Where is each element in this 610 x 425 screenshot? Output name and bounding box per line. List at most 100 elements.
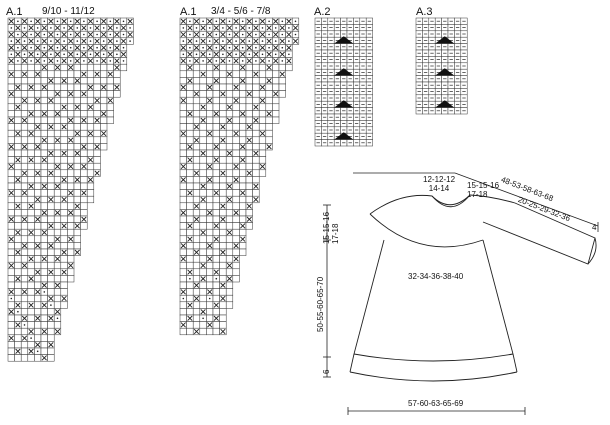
chart-cross	[48, 18, 54, 24]
chart-cell	[225, 162, 234, 171]
chart-cell	[199, 202, 207, 210]
chart-dot	[268, 46, 270, 49]
chart-cell	[192, 63, 201, 72]
chart-cross	[207, 210, 213, 216]
chart-dot	[69, 60, 72, 62]
chart-cross	[200, 262, 206, 269]
chart-cell	[219, 110, 227, 118]
chart-cell	[206, 261, 214, 270]
chart-cell	[219, 242, 227, 250]
chart-cell	[60, 189, 68, 197]
chart-cell	[206, 268, 214, 276]
chart-cell	[14, 189, 22, 197]
chart-cell	[100, 116, 108, 124]
chart-cross	[286, 58, 292, 64]
chart-dot	[255, 33, 257, 36]
chart-dot	[228, 46, 231, 49]
chart-dot	[228, 60, 231, 62]
chart-cell	[179, 110, 187, 118]
chart-cell	[219, 70, 227, 78]
chart-cell	[272, 70, 280, 78]
chart-cell	[192, 209, 201, 217]
chart-cell	[186, 202, 194, 210]
chart-cross	[233, 130, 239, 137]
chart-cross	[273, 91, 279, 97]
chart-cell	[212, 90, 220, 98]
chart-cell	[192, 143, 201, 151]
chart-cross	[226, 229, 233, 236]
chart-dot	[43, 60, 46, 62]
chart-cell	[186, 255, 194, 263]
chart-cell	[225, 248, 234, 256]
chart-cell	[179, 235, 187, 243]
chart-cross	[41, 157, 47, 163]
chart-cross	[187, 236, 193, 242]
chart-cell	[7, 195, 15, 204]
chart-cell	[225, 222, 234, 230]
chart-cell	[7, 314, 15, 322]
chart-cell	[225, 129, 234, 138]
chart-cell	[80, 110, 88, 118]
chart-cell	[53, 294, 62, 303]
chart-cell	[14, 136, 22, 144]
chart-dot	[56, 20, 59, 23]
chart-cell	[232, 136, 240, 144]
chart-cross	[187, 269, 193, 275]
chart-cell	[179, 182, 187, 190]
chart-cell	[100, 136, 108, 144]
chart-cell	[80, 103, 88, 111]
chart-cell	[34, 83, 42, 91]
chart-cell	[53, 261, 62, 270]
chart-cell	[265, 96, 273, 105]
chart-cross	[233, 177, 239, 183]
chart-cross	[41, 38, 47, 44]
chart-cell	[34, 63, 42, 72]
chart-cross	[253, 183, 259, 189]
chart-cell	[53, 195, 62, 204]
chart-cell	[40, 103, 48, 111]
chart-cell	[206, 314, 214, 322]
chart-cell	[7, 327, 15, 336]
chart-cell	[14, 261, 22, 270]
chart-cell	[219, 116, 227, 124]
chart-cell	[73, 209, 81, 217]
chart-cell	[252, 110, 260, 118]
chart-cell	[60, 83, 68, 91]
chart-cross	[81, 190, 87, 196]
chart-cross	[101, 130, 107, 137]
chart-cell	[239, 83, 247, 91]
chart-dot	[215, 60, 218, 62]
chart-cross	[81, 38, 87, 44]
chart-cross	[87, 84, 94, 90]
chart-cell	[20, 123, 29, 131]
chart-cell	[186, 261, 194, 270]
chart-cell	[179, 301, 187, 309]
chart-cross	[8, 18, 14, 24]
chart-cross	[207, 256, 213, 262]
chart-cell	[206, 136, 214, 144]
chart-cell	[199, 169, 207, 177]
chart-cross	[68, 163, 74, 170]
chart-a1-large-grid	[7, 17, 134, 362]
chart-cell	[40, 149, 48, 157]
chart-cell	[27, 209, 35, 217]
chart-cell	[186, 169, 194, 177]
chart-cell	[206, 222, 214, 230]
chart-cell	[60, 288, 68, 296]
chart-cell	[239, 90, 247, 98]
chart-cell	[34, 110, 42, 118]
chart-dot	[109, 20, 112, 23]
chart-cell	[192, 261, 201, 270]
chart-dot	[83, 20, 85, 23]
chart-cell	[192, 129, 201, 138]
chart-cell	[34, 176, 42, 184]
chart-cell	[258, 90, 267, 98]
chart-cross	[240, 236, 246, 242]
chart-cross	[54, 282, 61, 288]
chart-cell	[53, 228, 62, 237]
chart-dot	[102, 40, 105, 42]
chart-cross	[61, 45, 67, 51]
chart-cell	[60, 202, 68, 210]
chart-cell	[186, 248, 194, 256]
chart-cell	[40, 116, 48, 124]
